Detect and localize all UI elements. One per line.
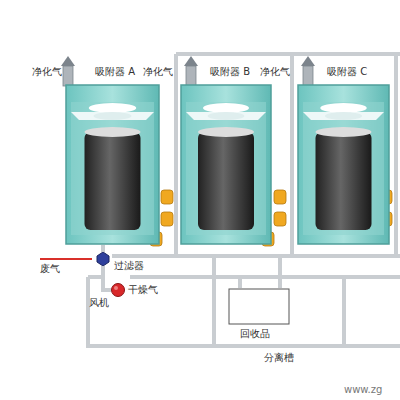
filter-symbol: 过滤器 xyxy=(96,252,110,266)
pipe-connector xyxy=(103,266,111,290)
filter-art xyxy=(96,252,110,266)
stream-label: 净化气 xyxy=(32,66,62,78)
adsorber-tank: 吸附器 A xyxy=(65,62,160,245)
fan-symbol: 风机 xyxy=(111,283,125,297)
watermark: www.zg xyxy=(344,384,382,396)
fan-art xyxy=(111,283,125,297)
node-label: 风机 xyxy=(89,297,109,309)
stream-label: 净化气 xyxy=(260,66,290,78)
adsorber-art xyxy=(297,62,390,245)
separator-tank: 回收品分离槽 xyxy=(228,288,300,366)
stream-label: 净化气 xyxy=(143,66,173,78)
adsorber-tank: 吸附器 C xyxy=(297,62,390,245)
node-label: 吸附器 B xyxy=(210,66,250,78)
pipe-connector xyxy=(101,245,105,252)
adsorber-art xyxy=(65,62,160,245)
adsorber-art xyxy=(180,62,272,245)
node-label: 分离槽 xyxy=(264,352,294,364)
separator-art xyxy=(228,288,300,326)
node-label: 回收品 xyxy=(240,328,270,340)
node-label: 过滤器 xyxy=(114,260,144,272)
stream-label: 废气 xyxy=(40,263,60,275)
stream-label: 干燥气 xyxy=(128,284,158,296)
node-label: 吸附器 A xyxy=(95,66,135,78)
node-label: 吸附器 C xyxy=(327,66,367,78)
adsorber-tank: 吸附器 B xyxy=(180,62,272,245)
